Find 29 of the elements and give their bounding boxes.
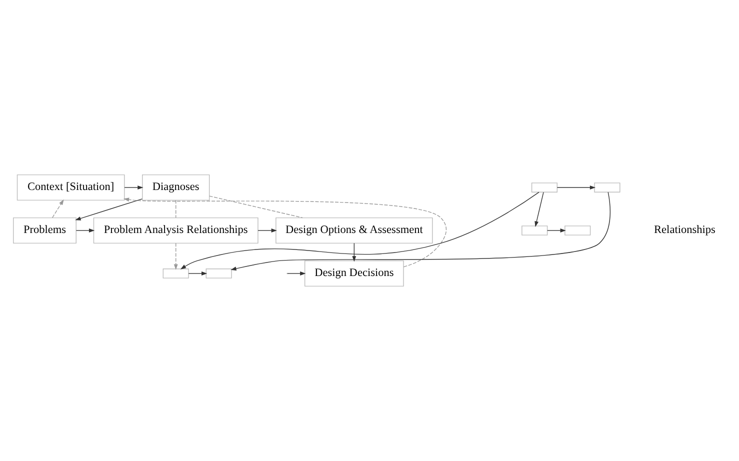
arrow — [287, 272, 306, 276]
arrow — [180, 192, 540, 270]
node-box: Problems — [13, 217, 76, 244]
arrow — [534, 192, 544, 227]
node-box — [564, 226, 591, 236]
node-box — [522, 226, 548, 236]
node-box: Problem Analysis Relationships — [93, 217, 258, 244]
node-box: Diagnoses — [142, 174, 210, 201]
arrow — [75, 198, 142, 220]
arrow — [547, 228, 566, 232]
node-box — [594, 182, 620, 192]
node-box: Design Options & Assessment — [276, 217, 433, 244]
arrow — [352, 242, 356, 262]
node-box — [531, 182, 558, 192]
node-box — [206, 268, 232, 278]
arrow — [123, 198, 447, 268]
arrow — [258, 228, 277, 232]
connector — [209, 196, 303, 218]
arrow — [52, 199, 64, 218]
arrow — [188, 272, 208, 276]
node-box: Design Decisions — [304, 260, 404, 287]
arrow — [174, 242, 178, 270]
node-box — [162, 268, 189, 278]
arrow — [556, 186, 596, 190]
arrow — [124, 186, 144, 190]
node-box: Context [Situation] — [16, 174, 125, 201]
arrow — [76, 228, 95, 232]
arrow — [230, 192, 611, 271]
label: Relationships — [654, 224, 716, 236]
